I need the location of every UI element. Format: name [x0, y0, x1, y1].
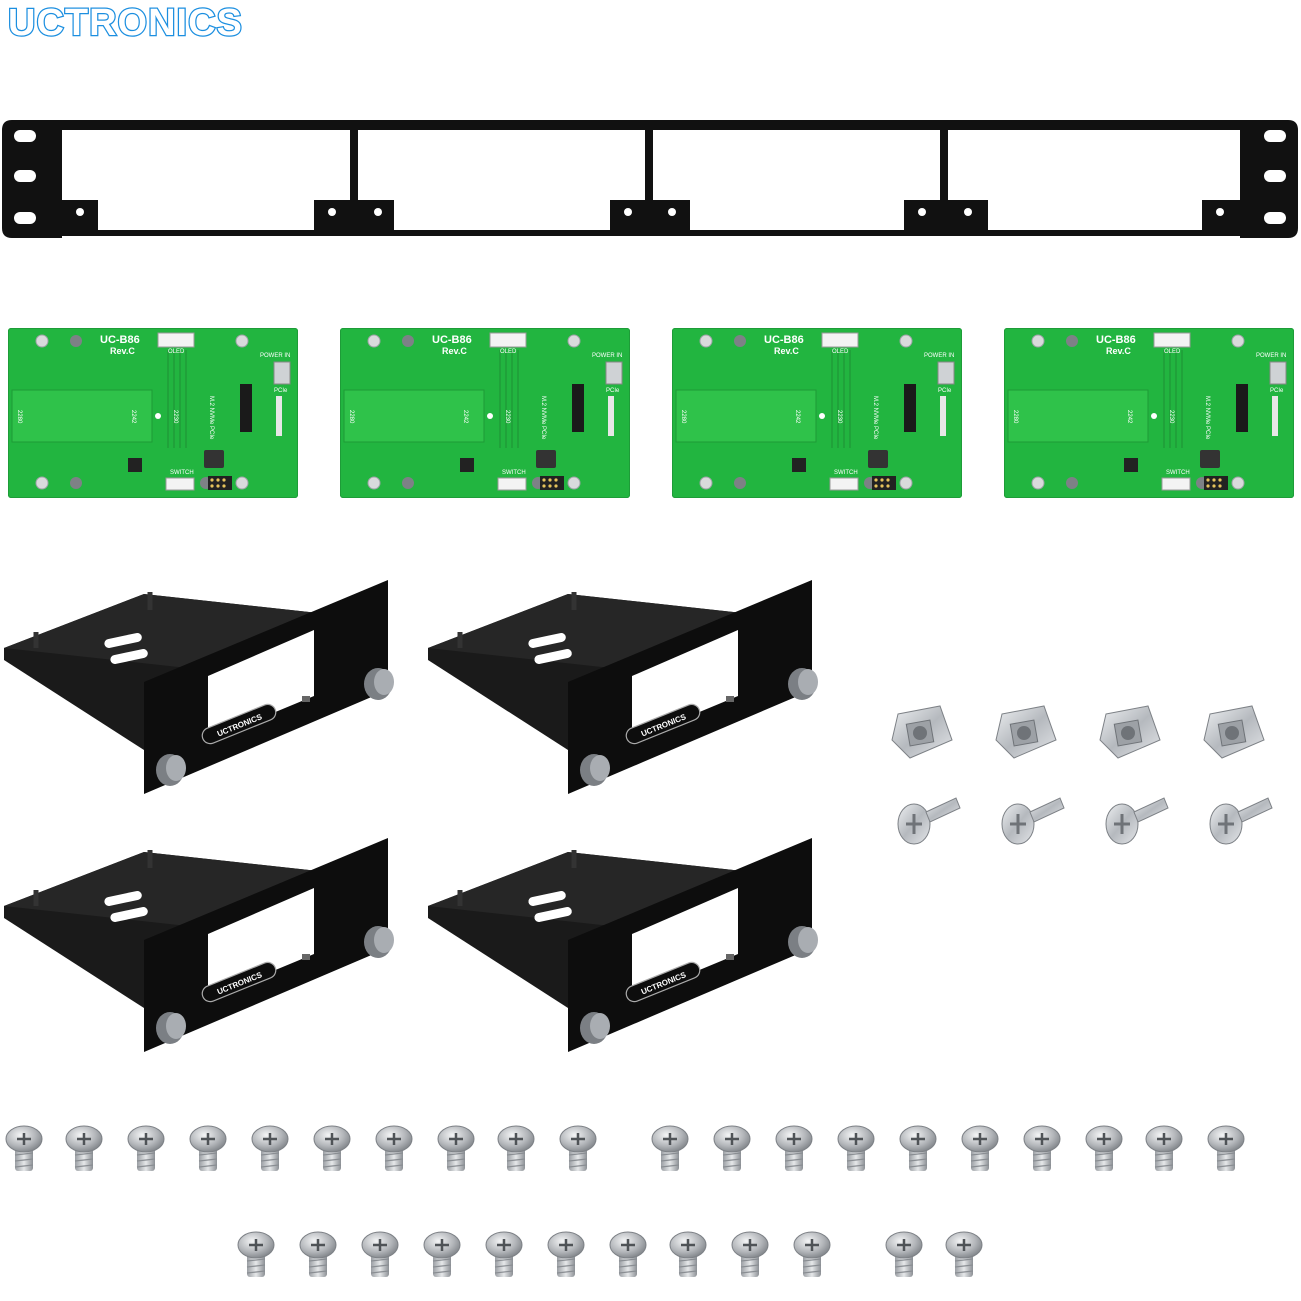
cage-nut-set: [891, 705, 1273, 845]
power-label: POWER IN: [592, 353, 623, 359]
power-label: POWER IN: [924, 353, 955, 359]
board-rev: Rev.C: [110, 346, 135, 356]
oled-label: OLED: [832, 349, 849, 355]
size-2230: 2230: [504, 410, 510, 424]
small-screw-icon: [775, 1125, 813, 1171]
small-screw-icon: [547, 1231, 585, 1277]
oled-label: OLED: [500, 349, 517, 355]
rack-screw-icon: [1209, 797, 1273, 845]
small-screw-icon: [127, 1125, 165, 1171]
small-screw-icon: [1145, 1125, 1183, 1171]
switch-label: SWITCH: [1166, 470, 1190, 476]
small-screw-icon: [609, 1231, 647, 1277]
size-2280: 2280: [680, 410, 686, 424]
small-screw-icon: [885, 1231, 923, 1277]
size-2230: 2230: [172, 410, 178, 424]
small-screw-icon: [361, 1231, 399, 1277]
size-2230: 2230: [1168, 410, 1174, 424]
rack-screw-icon: [1105, 797, 1169, 845]
size-2242: 2242: [130, 410, 136, 424]
size-2242: 2242: [794, 410, 800, 424]
small-screw-icon: [237, 1231, 275, 1277]
oled-label: OLED: [1164, 349, 1181, 355]
small-screw-icon: [945, 1231, 983, 1277]
pcie-label: PCIe: [274, 388, 288, 394]
size-2230: 2230: [836, 410, 842, 424]
board-rev: Rev.C: [1106, 346, 1131, 356]
small-screw-icon: [375, 1125, 413, 1171]
power-label: POWER IN: [260, 353, 291, 359]
switch-label: SWITCH: [502, 470, 526, 476]
rack-screw-icon: [897, 797, 961, 845]
pcb-board-icon: UC-B86 Rev.C OLED POWER IN PCIe SWITCH M…: [672, 328, 962, 498]
small-screw-icon: [485, 1231, 523, 1277]
small-screw-icon: [65, 1125, 103, 1171]
small-screw-icon: [5, 1125, 43, 1171]
board-rev: Rev.C: [442, 346, 467, 356]
size-2242: 2242: [462, 410, 468, 424]
mounting-tray-icon: UCTRONICS: [428, 580, 818, 794]
small-screw-icon: [299, 1231, 337, 1277]
pcie-label: PCIe: [606, 388, 620, 394]
small-screw-icon: [961, 1125, 999, 1171]
board-model: UC-B86: [1096, 334, 1136, 346]
cage-nut-icon: [1099, 705, 1161, 759]
small-screw-icon: [793, 1231, 831, 1277]
small-screw-icon: [437, 1125, 475, 1171]
switch-label: SWITCH: [834, 470, 858, 476]
small-screw-icon: [837, 1125, 875, 1171]
small-screw-icon: [559, 1125, 597, 1171]
m2-label: M.2 NVMe PCIe: [208, 396, 214, 440]
small-screw-icon: [669, 1231, 707, 1277]
size-2280: 2280: [16, 410, 22, 424]
rack-panel-icon: [2, 120, 1298, 238]
size-2242: 2242: [1126, 410, 1132, 424]
size-2280: 2280: [348, 410, 354, 424]
small-screw-icon: [497, 1125, 535, 1171]
small-screw-set: [5, 1125, 1245, 1277]
small-screw-icon: [251, 1125, 289, 1171]
small-screw-icon: [713, 1125, 751, 1171]
m2-label: M.2 NVMe PCIe: [540, 396, 546, 440]
small-screw-icon: [189, 1125, 227, 1171]
small-screw-icon: [899, 1125, 937, 1171]
m2-label: M.2 NVMe PCIe: [872, 396, 878, 440]
board-rev: Rev.C: [774, 346, 799, 356]
board-model: UC-B86: [432, 334, 472, 346]
power-label: POWER IN: [1256, 353, 1287, 359]
pcb-board-icon: UC-B86 Rev.C OLED POWER IN PCIe SWITCH M…: [340, 328, 630, 498]
mounting-tray-icon: UCTRONICS: [4, 580, 394, 794]
oled-label: OLED: [168, 349, 185, 355]
small-screw-icon: [731, 1231, 769, 1277]
pcb-board-icon: UC-B86 Rev.C OLED POWER IN PCIe SWITCH M…: [8, 328, 298, 498]
small-screw-icon: [1085, 1125, 1123, 1171]
pcie-label: PCIe: [1270, 388, 1284, 394]
m2-label: M.2 NVMe PCIe: [1204, 396, 1210, 440]
switch-label: SWITCH: [170, 470, 194, 476]
pcie-label: PCIe: [938, 388, 952, 394]
brand-logo: UCTRONICS: [7, 1, 243, 46]
board-model: UC-B86: [764, 334, 804, 346]
small-screw-icon: [423, 1231, 461, 1277]
rack-screw-icon: [1001, 797, 1065, 845]
small-screw-icon: [651, 1125, 689, 1171]
small-screw-icon: [1023, 1125, 1061, 1171]
cage-nut-icon: [995, 705, 1057, 759]
pcb-board-icon: UC-B86 Rev.C OLED POWER IN PCIe SWITCH M…: [1004, 328, 1294, 498]
small-screw-icon: [1207, 1125, 1245, 1171]
board-model: UC-B86: [100, 334, 140, 346]
cage-nut-icon: [1203, 705, 1265, 759]
size-2280: 2280: [1012, 410, 1018, 424]
small-screw-icon: [313, 1125, 351, 1171]
mounting-tray-icon: UCTRONICS: [4, 838, 394, 1052]
cage-nut-icon: [891, 705, 953, 759]
mounting-tray-icon: UCTRONICS: [428, 838, 818, 1052]
